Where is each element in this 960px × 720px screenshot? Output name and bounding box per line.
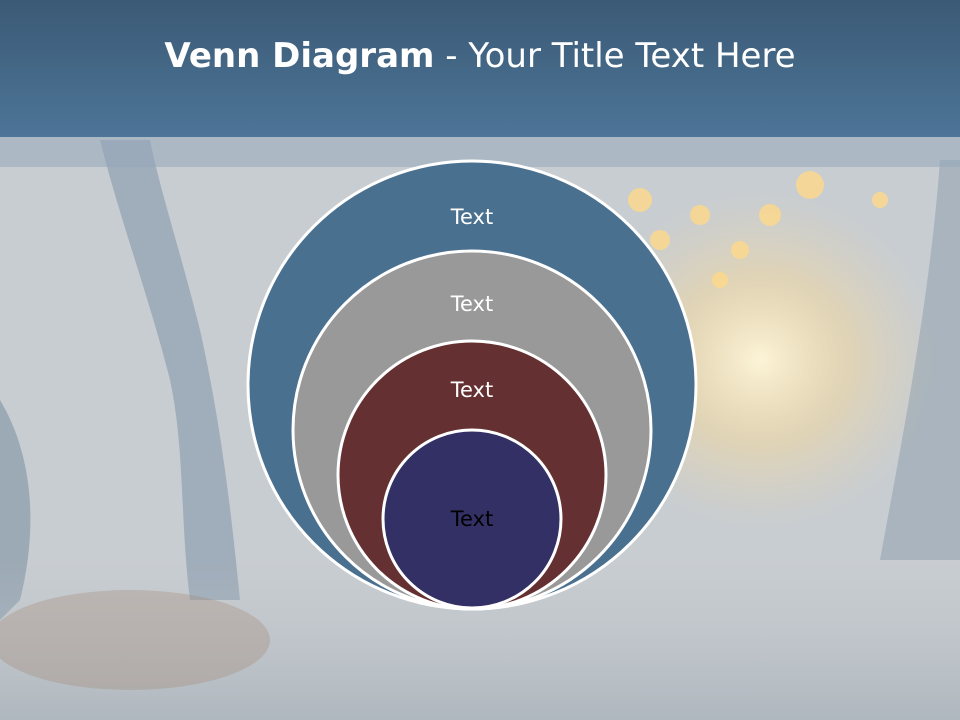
venn-circle-1-label: Text	[450, 205, 493, 229]
venn-circle-3-label: Text	[450, 378, 493, 402]
venn-circle-4[interactable]: Text	[381, 428, 563, 610]
slide-title-bold: Venn Diagram	[164, 36, 435, 76]
venn-circle-4-label: Text	[450, 507, 493, 531]
slide-title-rest: - Your Title Text Here	[434, 36, 796, 76]
slide-title: Venn Diagram - Your Title Text Here	[0, 36, 960, 76]
venn-circle-4-shape	[381, 428, 563, 610]
venn-circle-2-label: Text	[450, 292, 493, 316]
title-bar	[0, 0, 960, 137]
